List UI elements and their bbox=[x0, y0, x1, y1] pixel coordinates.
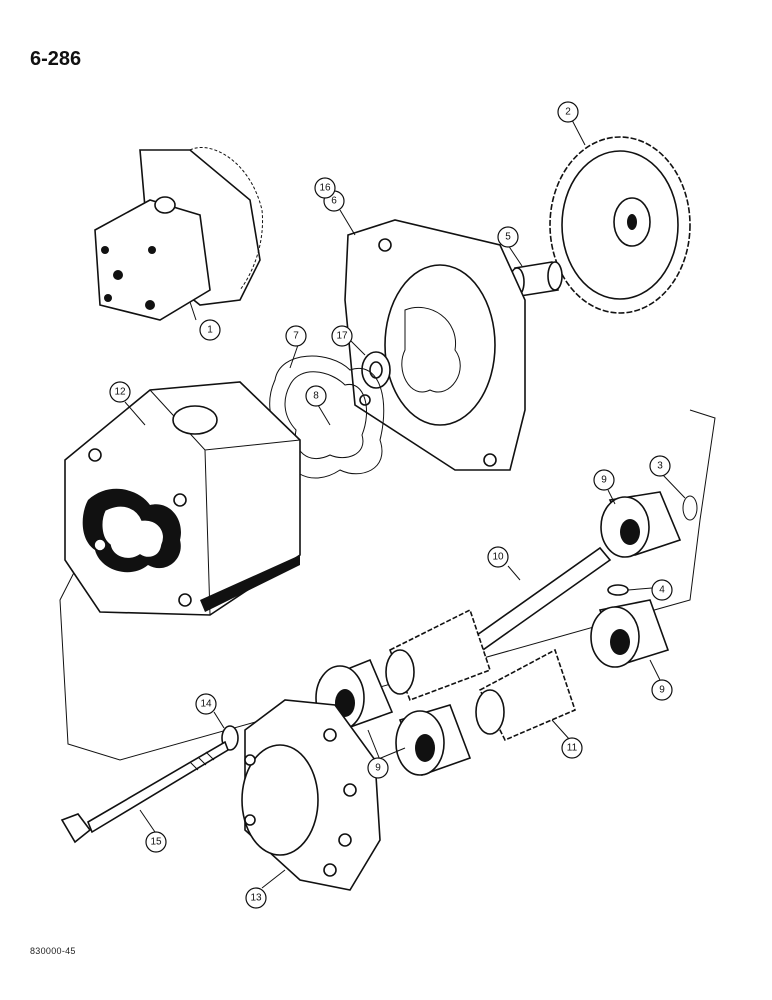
bushing bbox=[509, 261, 563, 297]
callout-15: 15 bbox=[145, 831, 167, 853]
svg-text:17: 17 bbox=[336, 331, 348, 342]
callout-9: 9 bbox=[593, 469, 615, 491]
callout-2: 2 bbox=[557, 101, 579, 123]
cap-screw bbox=[60, 740, 229, 844]
key bbox=[607, 584, 629, 596]
svg-text:10: 10 bbox=[492, 552, 504, 563]
svg-text:6: 6 bbox=[331, 196, 337, 207]
svg-text:15: 15 bbox=[150, 837, 162, 848]
svg-text:9: 9 bbox=[659, 685, 665, 696]
wear-plate bbox=[395, 704, 472, 777]
driven-gear bbox=[475, 648, 576, 742]
svg-text:9: 9 bbox=[375, 763, 381, 774]
callout-9: 9 bbox=[367, 757, 389, 779]
callout-5: 5 bbox=[497, 226, 519, 248]
gasket-inner bbox=[284, 371, 367, 460]
svg-text:4: 4 bbox=[659, 585, 665, 596]
drive-gear bbox=[549, 136, 691, 314]
svg-text:1: 1 bbox=[207, 325, 213, 336]
svg-text:9: 9 bbox=[601, 475, 607, 486]
callout-1: 1 bbox=[199, 319, 221, 341]
snap-ring bbox=[682, 495, 698, 521]
mounting-plate bbox=[344, 219, 526, 471]
wear-plate bbox=[590, 599, 670, 668]
pump-housing bbox=[64, 381, 301, 616]
callout-8: 8 bbox=[305, 385, 327, 407]
svg-text:14: 14 bbox=[200, 699, 212, 710]
svg-text:11: 11 bbox=[567, 743, 578, 754]
svg-text:3: 3 bbox=[657, 461, 663, 472]
svg-text:2: 2 bbox=[565, 107, 571, 118]
svg-text:8: 8 bbox=[313, 391, 319, 402]
callout-9: 9 bbox=[651, 679, 673, 701]
figure-code: 830000-45 bbox=[30, 946, 76, 956]
callout-12: 12 bbox=[109, 381, 131, 403]
callout-10: 10 bbox=[487, 546, 509, 568]
callout-16: 16 bbox=[314, 177, 336, 199]
callout-14: 14 bbox=[195, 693, 217, 715]
shaft-seal bbox=[361, 351, 391, 389]
end-cover bbox=[241, 699, 381, 891]
callout-17: 17 bbox=[331, 325, 353, 347]
callout-4: 4 bbox=[651, 579, 673, 601]
wear-plate bbox=[600, 491, 682, 558]
svg-text:16: 16 bbox=[319, 183, 331, 194]
svg-text:7: 7 bbox=[293, 331, 299, 342]
svg-text:12: 12 bbox=[114, 387, 126, 398]
svg-text:5: 5 bbox=[505, 232, 511, 243]
svg-text:13: 13 bbox=[250, 893, 262, 904]
page-number: 6-286 bbox=[30, 48, 82, 70]
callout-13: 13 bbox=[245, 887, 267, 909]
callout-3: 3 bbox=[649, 455, 671, 477]
assembled-pump bbox=[94, 147, 264, 321]
drive-shaft-gear bbox=[385, 546, 612, 702]
callout-7: 7 bbox=[285, 325, 307, 347]
callout-11: 11 bbox=[561, 737, 583, 759]
